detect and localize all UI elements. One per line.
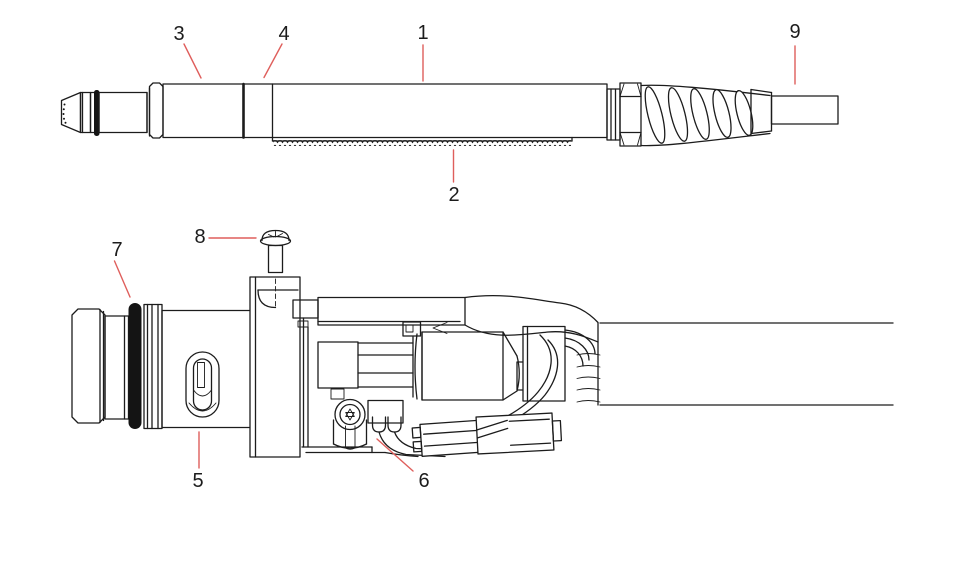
callout-part4: 4: [278, 24, 289, 44]
callout-part7-number: 7: [111, 239, 123, 261]
head-neck: [104, 315, 130, 420]
leader-part7: [113, 260, 131, 298]
torx-screw: [330, 388, 366, 431]
solenoid-block: [522, 325, 566, 402]
torch-tube-body: [162, 82, 608, 139]
callout-part5: 5: [192, 471, 203, 491]
callout-part8-number: 8: [194, 226, 206, 248]
callout-part2: 2: [448, 185, 459, 205]
cable-collar: [606, 88, 621, 141]
leader-part6: [376, 438, 414, 472]
barrel-oval-slot: [185, 351, 220, 418]
callout-part4-number: 4: [278, 23, 290, 45]
nozzle-tip: [60, 91, 92, 134]
leader-lines: [113, 43, 796, 472]
callout-part1: 1: [417, 23, 428, 43]
assembled-torch-view: [60, 82, 839, 147]
crimp-connector-large: [475, 412, 563, 455]
mounting-block: [249, 276, 301, 458]
serrated-shield-strip: [271, 136, 573, 146]
callout-part1-number: 1: [417, 22, 429, 44]
service-cable: [597, 322, 894, 406]
hose-fitting: [367, 399, 446, 458]
callout-part5-number: 5: [192, 470, 204, 492]
callout-part6-number: 6: [418, 470, 430, 492]
inner-cartridge: [317, 321, 534, 401]
callout-part8: 8: [194, 227, 205, 247]
flange-rings: [143, 303, 163, 430]
strain-relief-coil: [640, 84, 773, 147]
head-end-cap: [71, 308, 106, 424]
torch-head-detail-view: [71, 229, 894, 458]
callout-part9: 9: [789, 22, 800, 42]
leader-part4: [263, 43, 283, 79]
retaining-screw: [259, 229, 292, 274]
nozzle-retaining-ring: [89, 90, 100, 136]
leader-part3: [183, 43, 202, 79]
callout-part3: 3: [173, 24, 184, 44]
callout-part3-number: 3: [173, 23, 185, 45]
o-ring: [128, 303, 142, 429]
torch-lead-cable: [770, 95, 839, 125]
shoulder-collar: [148, 82, 164, 139]
callout-part9-number: 9: [789, 21, 801, 43]
screw-boss: [332, 419, 368, 450]
callout-part7: 7: [111, 240, 122, 260]
hex-nut: [619, 82, 642, 147]
handle-frame: [292, 299, 419, 458]
callout-part2-number: 2: [448, 184, 460, 206]
callout-part6: 6: [418, 471, 429, 491]
electrode-cylinder: [98, 87, 151, 137]
trigger-top-bar: [317, 296, 466, 326]
